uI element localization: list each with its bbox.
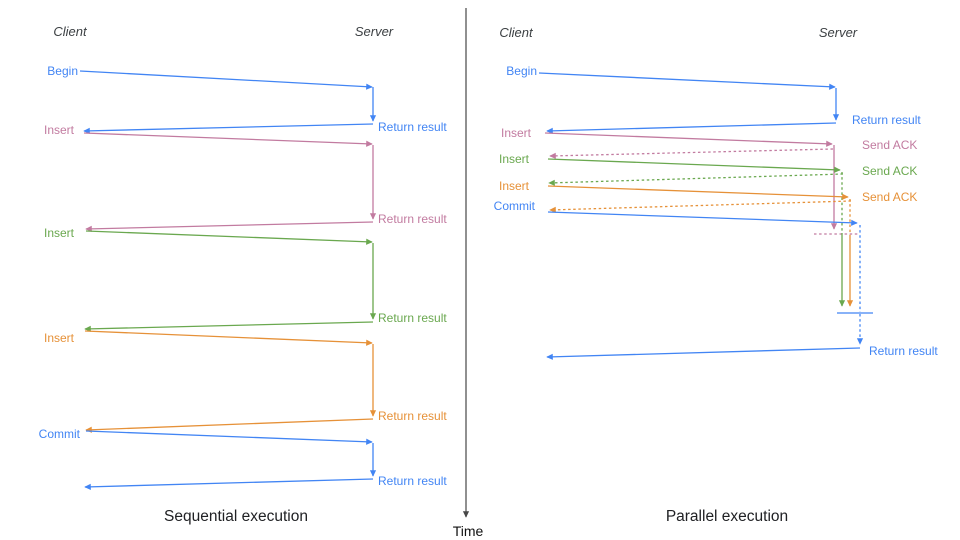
sequential-insert3-send-arrow: [84, 330, 373, 346]
sequential-commit-send-arrow: [85, 430, 373, 445]
parallel-begin-label: Begin: [506, 64, 537, 78]
sequential-insert3-return-arrow: [85, 418, 374, 433]
sequential-begin-send-arrow: [79, 70, 373, 90]
sequential-insert1-label: Insert: [44, 123, 75, 137]
time-axis-label: Time: [453, 523, 484, 539]
parallel-insert1-ack-arrow: [549, 148, 834, 159]
parallel-commit-label: Commit: [494, 199, 536, 213]
parallel-panel-title: Parallel execution: [666, 508, 788, 525]
sequential-commit-return-arrow: [84, 478, 374, 490]
sequential-server-header: Server: [355, 24, 394, 39]
parallel-server-header: Server: [819, 25, 858, 40]
parallel-insert3-ack-arrow: [549, 200, 852, 213]
sequential-begin-return-arrow: [83, 123, 374, 134]
sequential-client-header: Client: [53, 24, 88, 39]
parallel-insert3-send-arrow: [547, 185, 849, 200]
parallel-insert2-ack-arrow: [548, 173, 844, 186]
parallel-commit-return-arrow: [546, 347, 861, 360]
sequential-panel: Client Server Sequential execution: [53, 24, 393, 525]
parallel-insert1-ack-label: Send ACK: [862, 138, 917, 152]
parallel-commit-return-label: Return result: [869, 344, 938, 358]
parallel-insert1-label: Insert: [501, 126, 532, 140]
parallel-insert2-send-arrow: [547, 158, 841, 173]
sequential-begin-label: Begin: [47, 64, 78, 78]
parallel-insert1-send-arrow: [544, 132, 833, 147]
parallel-client-header: Client: [499, 25, 534, 40]
sequential-commit-return-label: Return result: [378, 474, 447, 488]
sequential-insert1-return-label: Return result: [378, 212, 447, 226]
sequential-insert2-return-label: Return result: [378, 311, 447, 325]
sequential-insert3-label: Insert: [44, 331, 75, 345]
parallel-insert3-ack-label: Send ACK: [862, 190, 917, 204]
parallel-begin-return-arrow: [546, 122, 837, 134]
parallel-insert3-label: Insert: [499, 179, 530, 193]
sequential-insert1-return-arrow: [85, 221, 374, 232]
sequential-insert2-label: Insert: [44, 226, 75, 240]
sequential-commit-label: Commit: [39, 427, 81, 441]
sequential-insert3-return-label: Return result: [378, 409, 447, 423]
parallel-commit-send-arrow: [547, 211, 858, 226]
sequential-begin-return-label: Return result: [378, 120, 447, 134]
parallel-panel: Client Server Parallel execution: [499, 25, 857, 525]
parallel-begin-return-label: Return result: [852, 113, 921, 127]
parallel-insert2-ack-label: Send ACK: [862, 164, 917, 178]
parallel-begin-send-arrow: [538, 72, 836, 90]
sequential-panel-title: Sequential execution: [164, 508, 308, 525]
parallel-insert2-label: Insert: [499, 152, 530, 166]
sequential-insert2-return-arrow: [84, 321, 374, 332]
sequential-insert1-send-arrow: [83, 132, 373, 147]
sequential-insert2-send-arrow: [85, 230, 373, 245]
